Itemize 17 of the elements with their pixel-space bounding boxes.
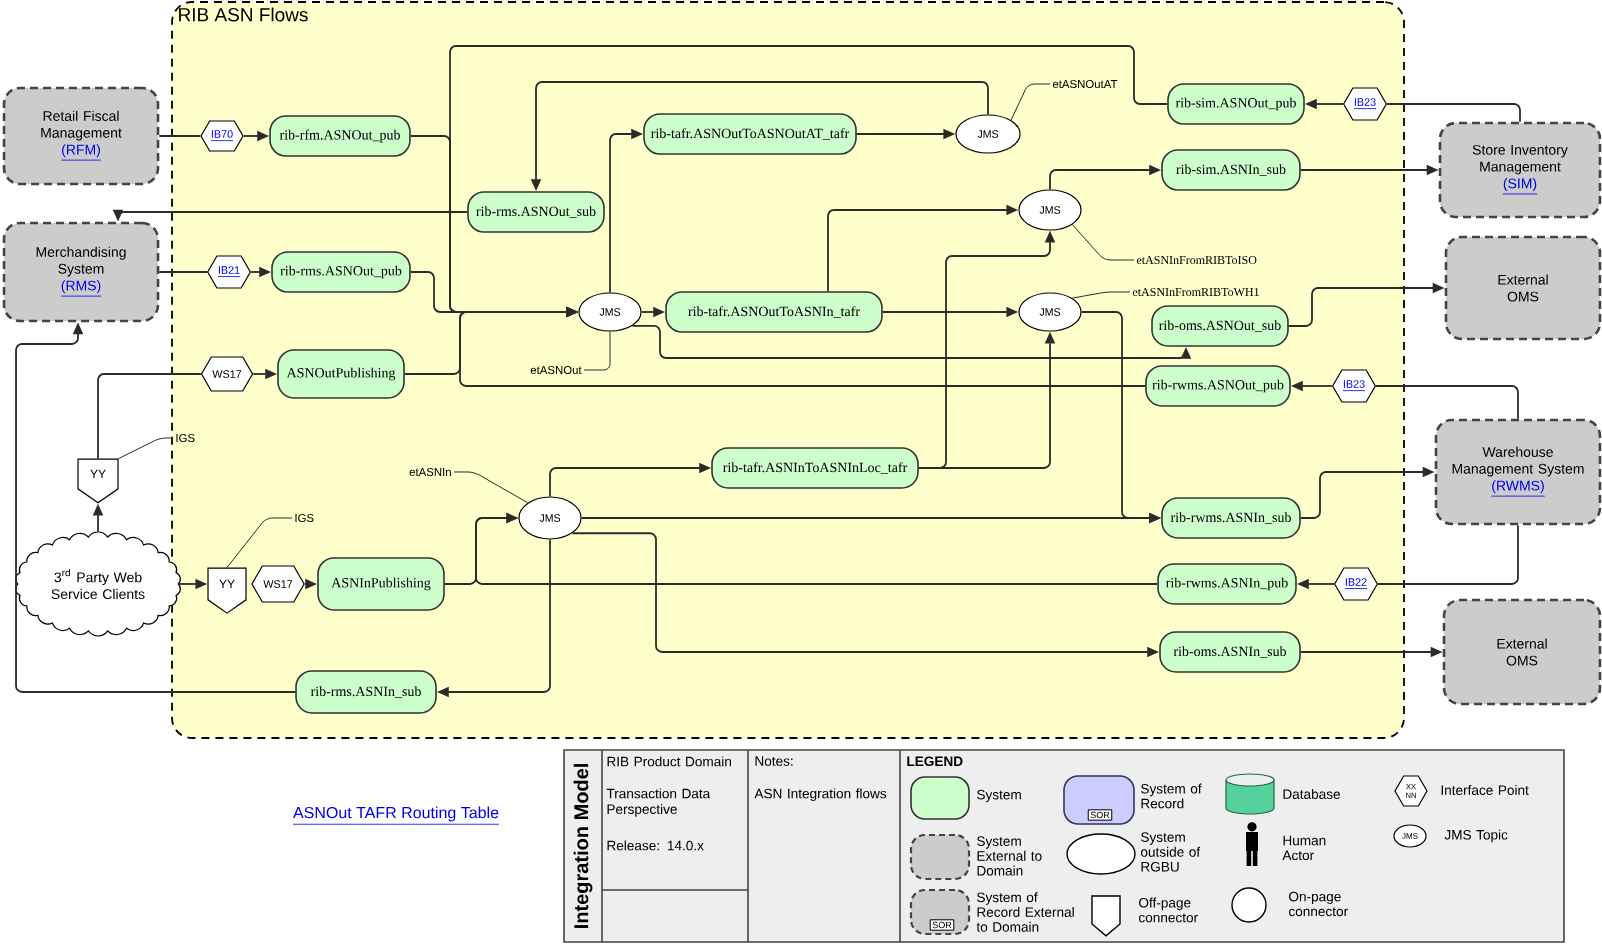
connector-line bbox=[97, 373, 202, 460]
vertical-title: Integration Model bbox=[573, 764, 593, 928]
leader-line bbox=[583, 331, 611, 371]
region-title: RIB ASN Flows bbox=[179, 7, 308, 22]
arrow bbox=[459, 306, 1147, 387]
connector-line bbox=[1386, 103, 1521, 123]
connector-line bbox=[1377, 524, 1519, 585]
leader-line bbox=[118, 437, 174, 460]
leader-line bbox=[453, 471, 529, 504]
connector-line bbox=[158, 135, 202, 137]
leader-line bbox=[226, 517, 293, 569]
connector-line bbox=[1375, 385, 1519, 420]
leader-line bbox=[1071, 224, 1135, 261]
leader-line bbox=[1010, 83, 1051, 121]
leader-line bbox=[1071, 291, 1131, 299]
connector-line bbox=[158, 271, 208, 273]
link-text: ASNOut TAFR Routing Table bbox=[292, 806, 500, 825]
